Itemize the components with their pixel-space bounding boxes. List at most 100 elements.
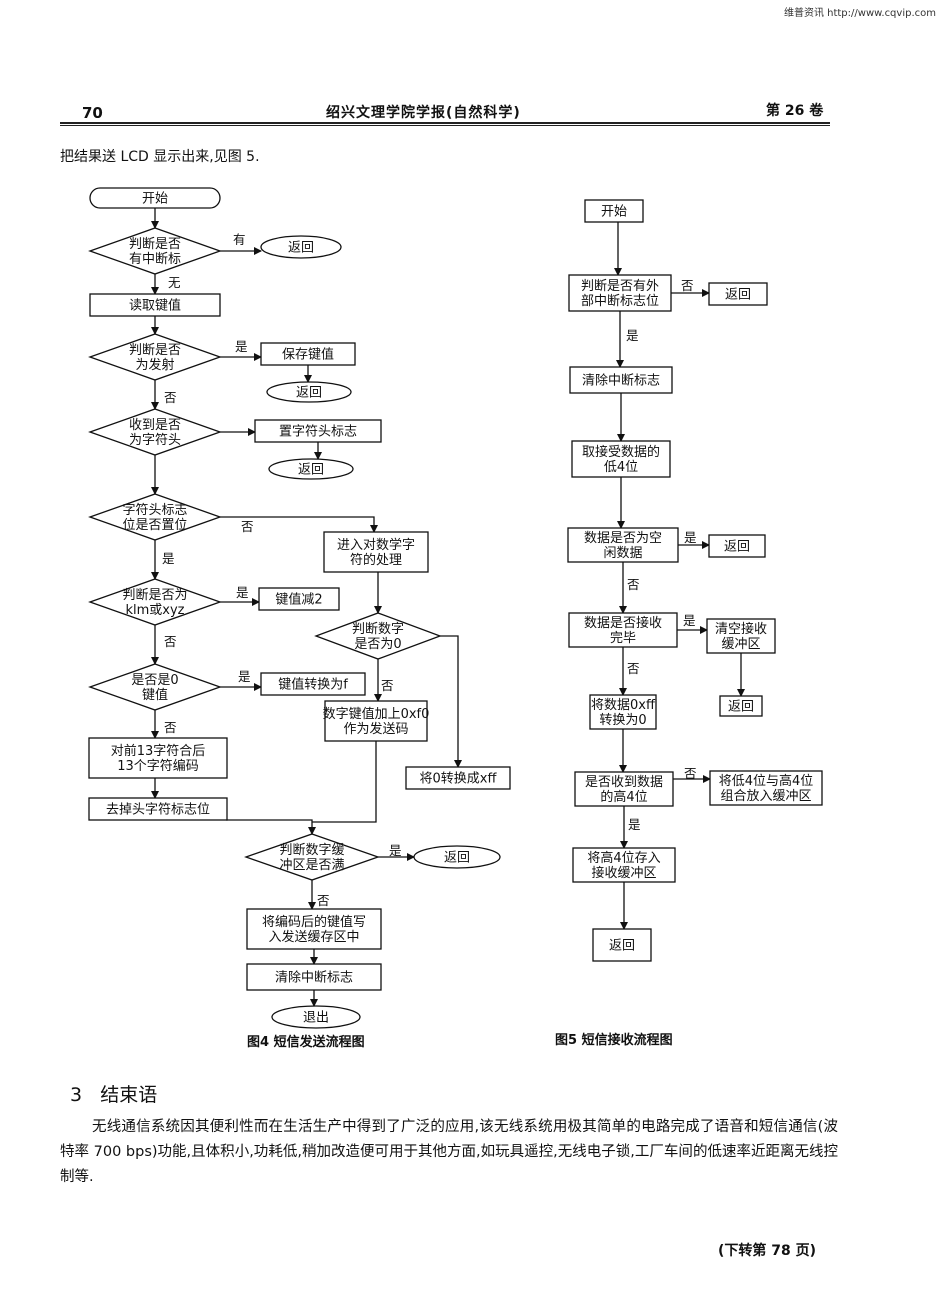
fig4-node-read: 读取键值 (89, 293, 221, 317)
fig4-node-write-text: 入发送缓存区中 (268, 929, 359, 945)
fig4-node-r1-text: 返回 (288, 241, 314, 256)
fig5-node-combine-text: 将低4位与高4位 (719, 773, 814, 789)
header-rule (60, 122, 830, 124)
fig4-node-d4-text: 字符头标志 (122, 502, 187, 518)
fig4-node-clrint: 清除中断标志 (246, 963, 382, 991)
fig5-node-conv-text: 将数据0xff (591, 698, 656, 713)
fig4-label-you: 有 (233, 232, 246, 247)
fig4-node-minus2: 键值减2 (258, 587, 340, 611)
fig4-node-write-text: 将编码后的键值写 (262, 914, 366, 930)
fig4-node-encode-text: 13个字符编码 (117, 758, 199, 774)
fig5-node-r2-text: 返回 (724, 540, 750, 555)
fig4-edge-clrhead-d8 (226, 819, 316, 835)
fig5-node-d2-text: 闲数据 (603, 546, 642, 561)
fig4-node-d7-text: 键值 (142, 687, 168, 703)
fig5-node-store-text: 接收缓冲区 (591, 865, 656, 881)
intro-text: 把结果送 LCD 显示出来,见图 5. (60, 149, 260, 165)
fig5-label-shi-3: 是 (683, 613, 696, 628)
fig4-node-tof: 键值转换为f (260, 672, 366, 696)
fig4-label-fou-2: 否 (241, 519, 254, 534)
fig4-label-fou-4: 否 (164, 720, 177, 735)
fig5-node-d1-text: 判断是否有外 (581, 279, 659, 294)
journal-title: 绍兴文理学院学报(自然科学) (326, 105, 521, 121)
fig4-edge-d4-digit (220, 516, 378, 533)
fig4-node-setflag-text: 置字符头标志 (279, 424, 357, 440)
fig4-node-d4-text: 位是否置位 (122, 518, 187, 533)
fig4-node-start-text: 开始 (142, 192, 168, 207)
fig5-label-shi-4: 是 (628, 817, 641, 832)
fig4-node-d2-text: 判断是否 (129, 343, 181, 358)
fig4-node-minus2-text: 键值减2 (275, 592, 322, 608)
fig4-node-addf0-text: 作为发送码 (343, 721, 408, 737)
header-rule-thin (60, 125, 830, 126)
fig4-node-d1-text: 判断是否 (129, 237, 181, 252)
fig4-node-clrhead-text: 去掉头字符标志位 (106, 802, 210, 818)
fig4-label-fou-6: 否 (317, 893, 330, 908)
fig4-edge-addf0-d8 (312, 741, 377, 823)
fig5-node-start: 开始 (584, 199, 644, 223)
fig5-node-d1-text: 部中断标志位 (581, 294, 659, 309)
fig4-node-save: 保存键值 (260, 342, 356, 366)
fig5-node-r3-text: 返回 (728, 700, 754, 715)
fig4-node-save-text: 保存键值 (282, 347, 334, 363)
fig4-node-digit-text: 符的处理 (350, 552, 402, 568)
fig4-node-r3: 返回 (268, 458, 354, 480)
fig4-label-shi-2: 是 (162, 551, 175, 566)
fig5-node-d4-text: 的高4位 (600, 789, 647, 805)
fig5-node-r4: 返回 (592, 928, 652, 962)
fig4-node-d6-text: 是否为0 (354, 637, 401, 652)
fig5-label-shi-1: 是 (626, 328, 639, 343)
fig4-label-fou-1: 否 (164, 390, 177, 405)
fig4-caption: 图4 短信发送流程图 (247, 1034, 365, 1050)
fig4-node-exit-text: 退出 (303, 1011, 329, 1026)
fig4-node-d1-text: 有中断标 (129, 252, 181, 267)
fig4-label-shi-3: 是 (236, 585, 249, 600)
fig4-label-fou-5: 否 (381, 678, 394, 693)
fig4-node-setflag: 置字符头标志 (254, 419, 382, 443)
fig4-node-to_xff-text: 将0转换成xff (420, 772, 498, 787)
fig4-node-r4-text: 返回 (444, 851, 470, 866)
fig5-node-clr-text: 清除中断标志 (582, 374, 660, 389)
fig5-node-store-text: 将高4位存入 (587, 850, 660, 866)
fig4-node-d5-text: 判断是否为 (122, 588, 187, 603)
fig4-node-d8-text: 冲区是否满 (279, 858, 344, 873)
fig4-label-fou-3: 否 (164, 634, 177, 649)
fig4-node-tof-text: 键值转换为f (278, 677, 348, 693)
fig4-label-shi-5: 是 (389, 843, 402, 858)
fig5-node-d3-text: 完毕 (610, 631, 636, 646)
fig4-node-r2-text: 返回 (296, 386, 322, 401)
continuation-note: (下转第 78 页) (718, 1243, 817, 1259)
fig4-node-digit-text: 进入对数学字 (337, 537, 415, 553)
fig4-node-clrhead: 去掉头字符标志位 (88, 797, 228, 821)
fig4-node-d8-text: 判断数字缓 (279, 843, 344, 858)
fig4-node-r1: 返回 (260, 235, 342, 259)
fig4-node-d7-text: 是否是0 (131, 673, 178, 688)
section-title: 结束语 (100, 1084, 158, 1106)
fig4-node-addf0-text: 数字键值加上0xf0 (323, 706, 430, 722)
fig5-label-shi-2: 是 (684, 530, 697, 545)
fig4-node-start: 开始 (89, 187, 221, 209)
fig4-node-r4: 返回 (413, 845, 501, 869)
fig4-node-d6-text: 判断数字 (352, 622, 404, 637)
fig5-node-d2-text: 数据是否为空 (584, 531, 662, 546)
fig5-label-fou-2: 否 (627, 577, 640, 592)
fig5-node-r3: 返回 (719, 695, 763, 717)
fig5-node-clr: 清除中断标志 (569, 366, 673, 394)
fig4-node-to_xff: 将0转换成xff (405, 766, 511, 790)
fig5-node-d4-text: 是否收到数据 (585, 775, 663, 790)
fig5-node-combine-text: 组合放入缓冲区 (720, 789, 811, 804)
volume: 第 26 卷 (766, 103, 824, 119)
section-heading: 3 结束语 (70, 1080, 157, 1107)
